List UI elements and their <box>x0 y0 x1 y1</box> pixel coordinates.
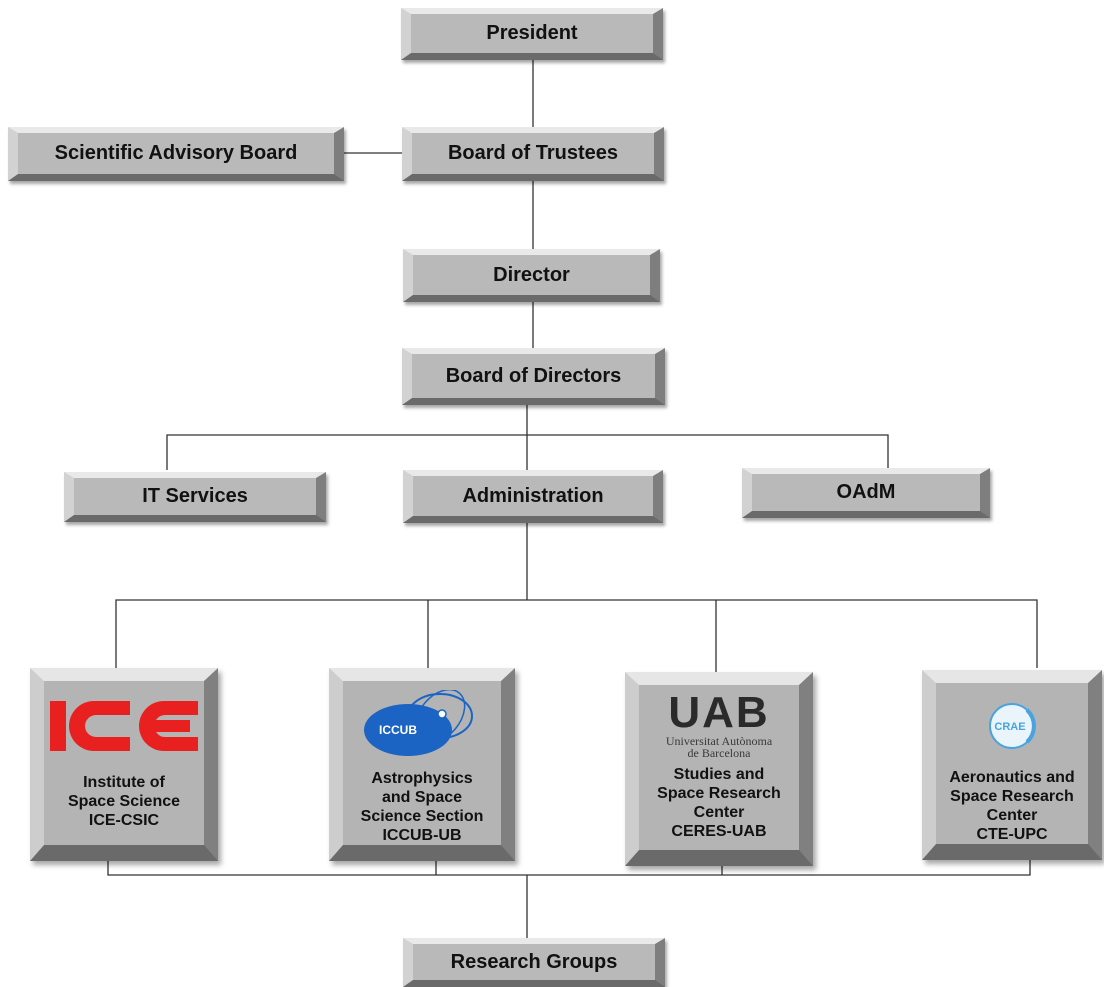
ice-logo-graphic <box>50 701 198 751</box>
crae-logo-text: CRAE <box>994 721 1025 733</box>
line-branch-level1 <box>166 434 889 470</box>
it-services-label: IT Services <box>142 485 248 507</box>
uab-logo-mark: UAB <box>668 688 770 737</box>
uab-logo: UAB Universitat Autònoma de Barcelona <box>666 685 772 765</box>
oadm-box: OAdM <box>742 468 990 518</box>
oadm-label: OAdM <box>836 481 896 503</box>
administration-label: Administration <box>462 484 604 507</box>
president-box: President <box>401 8 663 60</box>
line-branch-level2 <box>115 599 1038 668</box>
iccub-logo-text: ICCUB <box>379 723 417 737</box>
board-of-directors-label: Board of Directors <box>445 364 622 387</box>
iccub-logo: ICCUB <box>362 681 482 769</box>
scientific-advisory-board-box: Scientific Advisory Board <box>8 127 344 181</box>
research-groups-box: Research Groups <box>403 938 665 987</box>
board-of-trustees-box: Board of Trustees <box>402 127 664 181</box>
director-box: Director <box>403 249 660 302</box>
unit-label-ice: Institute of Space Science ICE-CSIC <box>67 774 181 829</box>
unit-tile-ice: Institute of Space Science ICE-CSIC <box>30 668 218 861</box>
board-of-directors-box: Board of Directors <box>402 348 665 405</box>
unit-tile-crae: CRAE Aeronautics and Space Research Cent… <box>922 670 1102 860</box>
iccub-logo-graphic: ICCUB <box>364 690 473 756</box>
administration-box: Administration <box>403 470 663 523</box>
unit-label-iccub: Astrophysics and Space Science Section I… <box>360 770 484 844</box>
research-groups-label: Research Groups <box>450 950 618 973</box>
unit-label-crae: Aeronautics and Space Research Center CT… <box>949 769 1075 843</box>
uab-logo-subtitle: Universitat Autònoma de Barcelona <box>665 734 773 760</box>
director-label: Director <box>493 263 570 286</box>
it-services-box: IT Services <box>64 472 326 522</box>
unit-tile-iccub: ICCUB Astrophysics and Space Science Sec… <box>329 668 515 861</box>
president-label: President <box>486 22 578 44</box>
crae-logo-graphic: CRAE <box>989 702 1036 749</box>
unit-label-uab: Studies and Space Research Center CERES-… <box>657 766 781 840</box>
crae-logo: CRAE <box>977 683 1047 768</box>
unit-tile-uab: UAB Universitat Autònoma de Barcelona St… <box>625 672 813 866</box>
scientific-advisory-board-label: Scientific Advisory Board <box>54 142 298 164</box>
board-of-trustees-label: Board of Trustees <box>447 142 619 164</box>
line-bottom-bus <box>107 858 1031 876</box>
ice-logo <box>50 681 198 773</box>
